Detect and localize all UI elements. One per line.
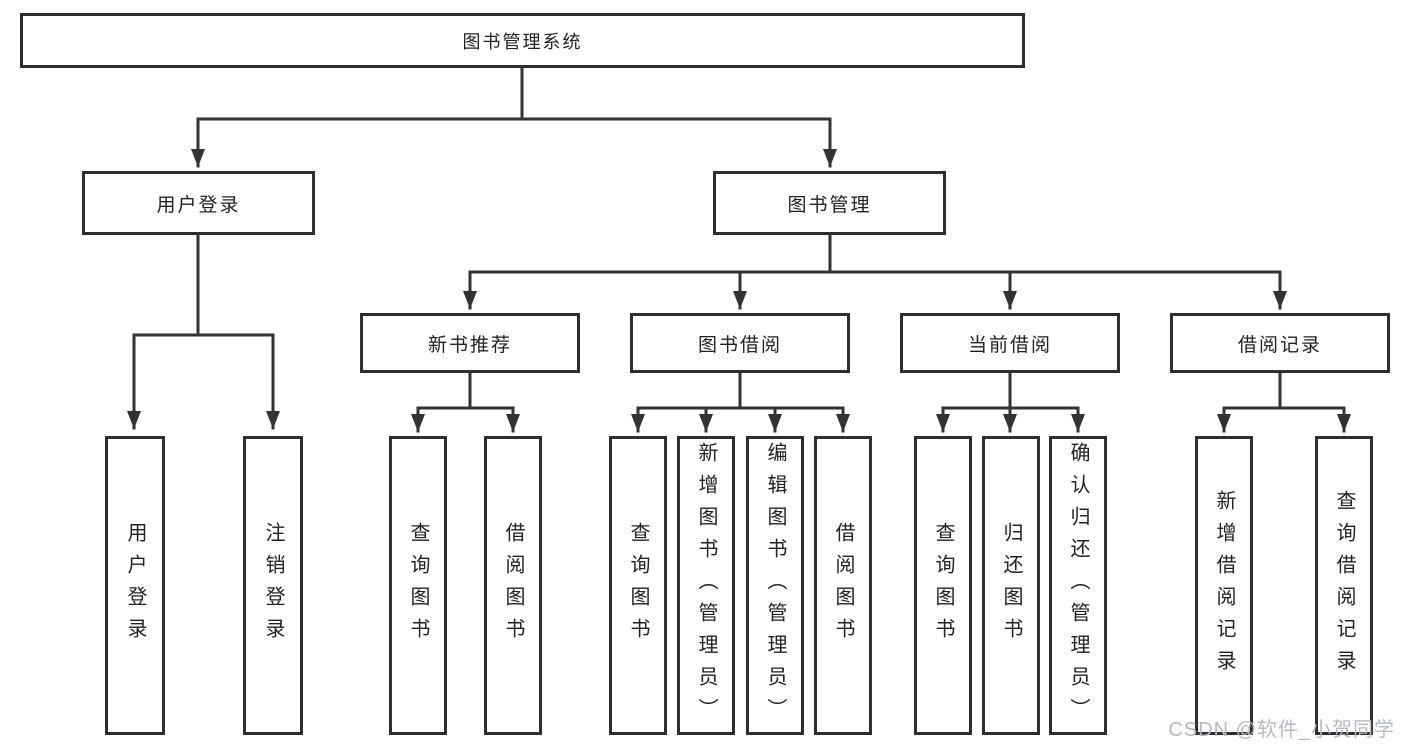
node-borrow-books-2: 借阅图书 [814,436,872,735]
node-borrow-books-2-label: 借阅图书 [832,521,854,650]
node-borrow-records: 借阅记录 [1170,313,1390,373]
node-logout-label: 注销登录 [262,521,284,650]
node-book-management-label: 图书管理 [787,194,872,216]
node-current-borrow: 当前借阅 [900,313,1120,373]
node-return-books-label: 归还图书 [1000,521,1022,650]
node-query-books-3-label: 查询图书 [932,521,954,650]
node-query-books-1: 查询图书 [389,436,447,735]
node-user-login-leaf: 用户登录 [105,436,165,735]
node-new-book-recommend-label: 新书推荐 [427,334,512,356]
node-confirm-return-admin: 确认归还（管理员） [1049,436,1107,735]
node-add-books-admin: 新增图书（管理员） [677,436,735,735]
node-query-books-3: 查询图书 [914,436,972,735]
node-confirm-return-admin-label: 确认归还（管理员） [1067,441,1089,730]
node-edit-books-admin: 编辑图书（管理员） [746,436,804,735]
node-return-books: 归还图书 [982,436,1040,735]
node-book-management: 图书管理 [713,171,946,235]
node-add-borrow-record-label: 新增借阅记录 [1213,489,1235,682]
node-add-borrow-record: 新增借阅记录 [1195,436,1253,735]
node-book-borrow: 图书借阅 [630,313,850,373]
node-logout: 注销登录 [243,436,303,735]
node-add-books-admin-label: 新增图书（管理员） [695,441,717,730]
node-borrow-books-1-label: 借阅图书 [502,521,524,650]
node-book-management-system-label: 图书管理系统 [462,31,583,52]
node-user-login-leaf-label: 用户登录 [124,521,146,650]
node-book-management-system: 图书管理系统 [20,13,1025,68]
node-edit-books-admin-label: 编辑图书（管理员） [764,441,786,730]
node-borrow-records-label: 借阅记录 [1237,334,1322,356]
node-user-login-label: 用户登录 [156,194,241,216]
node-user-login: 用户登录 [82,171,315,235]
node-new-book-recommend: 新书推荐 [360,313,580,373]
node-query-books-1-label: 查询图书 [407,521,429,650]
node-book-borrow-label: 图书借阅 [697,334,782,356]
node-borrow-books-1: 借阅图书 [484,436,542,735]
node-query-books-2-label: 查询图书 [627,521,649,650]
node-query-books-2: 查询图书 [609,436,667,735]
csdn-watermark: CSDN @软件_小贺同学 [1168,719,1395,741]
node-current-borrow-label: 当前借阅 [967,334,1052,356]
node-query-borrow-record-label: 查询借阅记录 [1333,489,1355,682]
node-query-borrow-record: 查询借阅记录 [1315,436,1373,735]
